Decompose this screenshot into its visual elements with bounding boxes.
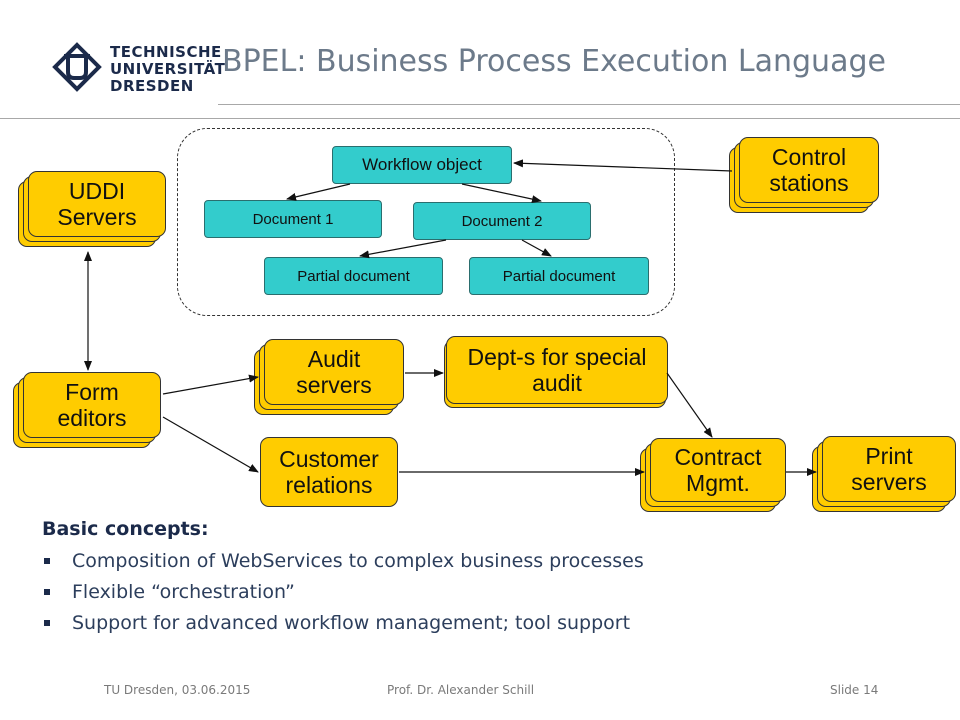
- basic-concepts: Basic concepts: Composition of WebServic…: [42, 518, 644, 643]
- arrow-workflow-to-doc1: [286, 183, 351, 201]
- partial-document-1-node: Partial document: [264, 257, 443, 295]
- arrow-form-to-audit: [162, 374, 259, 395]
- logo-text: TECHNISCHE UNIVERSITÄT DRESDEN: [110, 44, 225, 95]
- workflow-object-node: Workflow object: [332, 146, 512, 184]
- concept-item: Support for advanced workflow management…: [42, 612, 644, 634]
- logo-line-2: UNIVERSITÄT: [110, 60, 226, 78]
- logo-line-3: DRESDEN: [110, 77, 194, 95]
- arrow-control-to-workflow: [513, 159, 733, 172]
- arrow-workflow-to-doc2: [461, 183, 542, 204]
- workflow-container: [177, 128, 675, 316]
- logo-line-1: TECHNISCHE: [110, 43, 222, 61]
- arrow-form-to-customer: [162, 416, 259, 473]
- document-1-node: Document 1: [204, 200, 382, 238]
- arrow-doc2-to-partial2: [521, 239, 552, 257]
- title-divider-bottom: [0, 118, 960, 119]
- footer-author: Prof. Dr. Alexander Schill: [387, 683, 535, 697]
- square-bullet-icon: [44, 558, 50, 564]
- title-divider-top: [218, 104, 960, 105]
- concept-item: Flexible “orchestration”: [42, 581, 644, 603]
- tu-dresden-emblem-icon: [52, 42, 102, 92]
- square-bullet-icon: [44, 589, 50, 595]
- concept-item: Composition of WebServices to complex bu…: [42, 550, 644, 572]
- university-logo: TECHNISCHE UNIVERSITÄT DRESDEN: [52, 38, 225, 98]
- arrow-dept-to-contract: [666, 372, 713, 438]
- concepts-heading: Basic concepts:: [42, 518, 209, 540]
- square-bullet-icon: [44, 620, 50, 626]
- arrow-doc2-to-partial1: [359, 239, 447, 259]
- document-2-node: Document 2: [413, 202, 591, 240]
- footer-slide-number: Slide 14: [830, 683, 879, 697]
- partial-document-2-node: Partial document: [469, 257, 649, 295]
- slide-title: BPEL: Business Process Execution Languag…: [222, 44, 886, 79]
- footer-date: TU Dresden, 03.06.2015: [104, 683, 251, 697]
